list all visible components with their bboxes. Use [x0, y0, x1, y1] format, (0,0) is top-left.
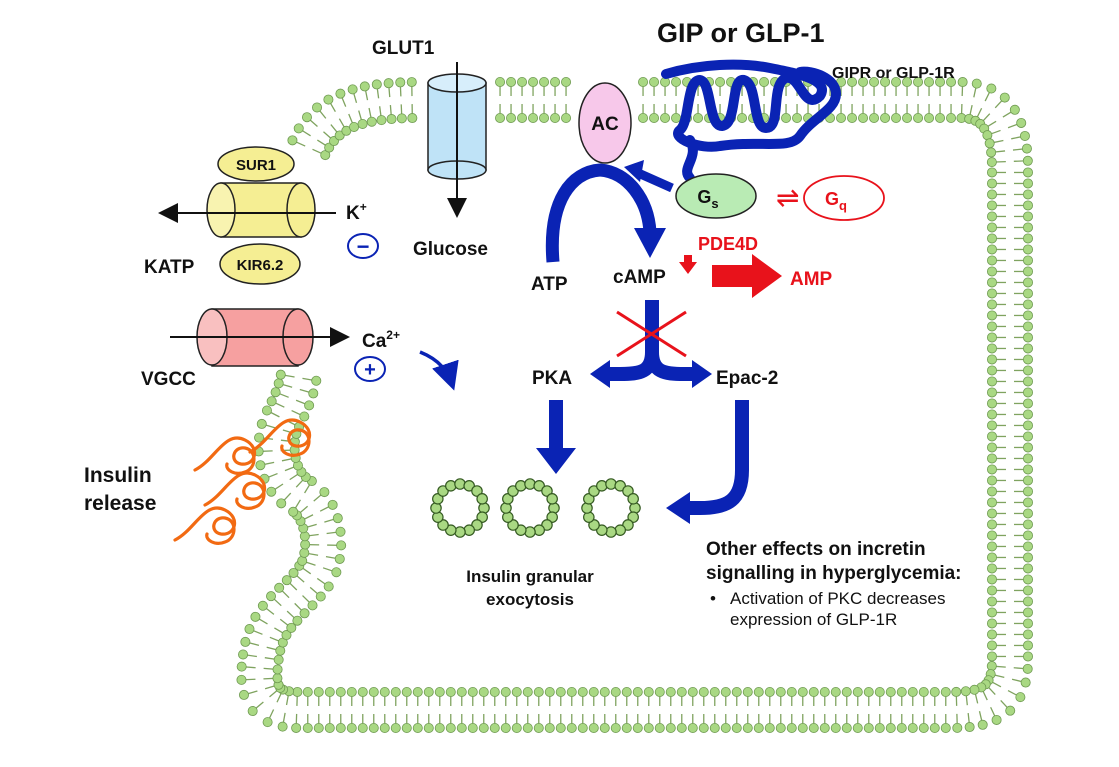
camp-branch-arrow [590, 300, 712, 388]
exocytosis-label-line1: Insulin granular [466, 567, 594, 586]
pde4d-label: PDE4D [698, 234, 758, 254]
insulin-granule [501, 479, 559, 537]
exocytosis-label-line2: exocytosis [486, 590, 574, 609]
insulin-molecules [175, 420, 310, 543]
atp-to-camp-arrow [552, 170, 650, 262]
insulin-granule [431, 479, 489, 537]
insulin-release-label-line2: release [84, 492, 156, 515]
ligand-label: GIP or GLP-1 [657, 18, 825, 48]
gs-gq-equilibrium-icon: ⇌ [776, 182, 799, 213]
camp-label: cAMP [613, 267, 666, 288]
note-item: Activation of PKC decreases expression o… [706, 588, 1026, 630]
note-title-line2: signalling in hyperglycemia: [706, 562, 1026, 586]
atp-label: ATP [531, 274, 568, 295]
glut1-label: GLUT1 [372, 38, 435, 59]
gs-activation-arrow [636, 172, 672, 188]
note-list: Activation of PKC decreases expression o… [706, 588, 1026, 630]
receptor-label: GIPR or GLP-1R [832, 65, 955, 82]
katp-label: KATP [144, 257, 195, 278]
pka-to-granule-arrow [536, 400, 576, 474]
camp-to-amp-arrow [712, 254, 782, 298]
insulin-molecule-icon [195, 438, 255, 473]
insulin-release-label-line1: Insulin [84, 464, 152, 487]
plus-sign: + [364, 359, 376, 381]
pde4d-down-arrow-icon [679, 255, 697, 274]
glut1-transporter [428, 62, 486, 214]
calcium-effect-arrow [420, 352, 452, 384]
ac-label: AC [591, 114, 619, 135]
potassium-label: K+ [346, 200, 367, 224]
insulin-molecule-icon [205, 473, 265, 508]
epac2-to-granule-arrow [686, 400, 742, 508]
insulin-molecule-icon [175, 508, 235, 543]
minus-sign: − [357, 234, 370, 259]
note-title-line1: Other effects on incretin [706, 538, 1026, 562]
sur1-label: SUR1 [236, 157, 276, 174]
kir62-label: KIR6.2 [237, 257, 284, 274]
epac2-label: Epac-2 [716, 368, 778, 389]
glucose-label: Glucose [413, 239, 488, 260]
pka-label: PKA [532, 368, 572, 389]
amp-label: AMP [790, 269, 833, 290]
insulin-granule [582, 479, 640, 537]
vgcc-label: VGCC [141, 369, 196, 390]
calcium-label: Ca2+ [362, 328, 400, 352]
insulin-granules [431, 479, 640, 537]
other-effects-note: Other effects on incretin signalling in … [706, 538, 1026, 630]
